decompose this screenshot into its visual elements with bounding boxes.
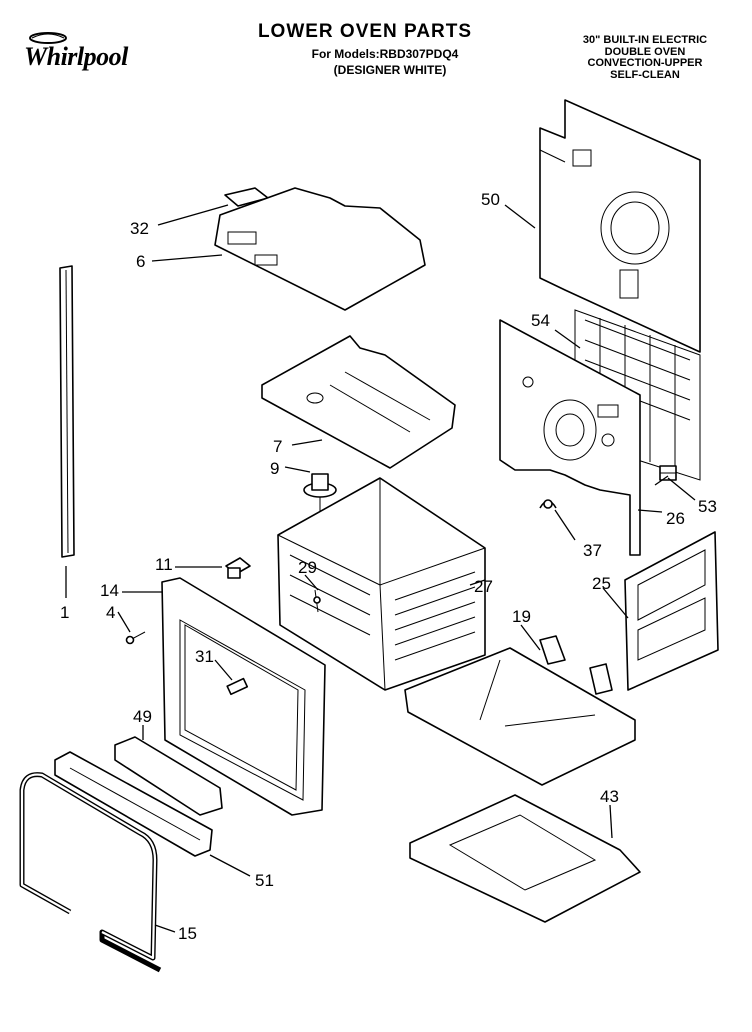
part-51-trim (54, 751, 213, 857)
model-variant: (DESIGNER WHITE) (333, 63, 447, 77)
callout-25: 25 (592, 574, 611, 593)
brand-wordmark: Whirlpool (24, 42, 128, 71)
part-25-side-panel (624, 531, 719, 691)
callout-14: 14 (100, 581, 119, 600)
callout-11: 11 (155, 555, 173, 574)
callout-54: 54 (531, 311, 550, 330)
part-11-switch (225, 557, 251, 579)
part-27-cavity (277, 477, 486, 691)
whirlpool-logo: Whirlpool (14, 30, 154, 74)
callout-50: 50 (481, 190, 500, 209)
callout-7: 7 (273, 437, 282, 456)
part-43-tray (409, 794, 641, 923)
callout-15: 15 (178, 924, 197, 943)
part-53-bracket (659, 465, 677, 481)
callout-43: 43 (600, 787, 619, 806)
part-6-top-panel (214, 187, 426, 311)
callout-4: 4 (106, 603, 115, 622)
callout-1: 1 (60, 603, 69, 622)
spec-line-1: 30" BUILT-IN ELECTRIC (582, 34, 708, 46)
callout-19: 19 (512, 607, 531, 626)
part-7-cover (261, 335, 456, 469)
part-29-element (313, 589, 321, 613)
model-number: For Models:RBD307PDQ4 (311, 47, 459, 61)
callout-51: 51 (255, 871, 274, 890)
part-15-gasket (19, 772, 162, 973)
spec-line-2: DOUBLE OVEN (604, 45, 686, 58)
callout-26: 26 (666, 509, 685, 528)
part-37-sensor (539, 499, 557, 509)
leader-lines (65, 204, 696, 933)
part-49-vent (114, 736, 223, 816)
callout-53: 53 (698, 497, 717, 516)
part-1-seal (59, 265, 75, 558)
callout-37: 37 (583, 541, 602, 560)
callout-31: 31 (195, 647, 214, 666)
spec-line-3: CONVECTION-UPPER (587, 57, 703, 70)
spec-line-4: SELF-CLEAN (610, 68, 680, 81)
callout-49: 49 (133, 707, 152, 726)
part-31-knob (226, 677, 249, 696)
page-title: LOWER OVEN PARTS (257, 21, 473, 42)
part-9-motor (303, 473, 337, 530)
callout-29: 29 (298, 558, 317, 577)
part-4-screw (125, 631, 146, 645)
part-14-front-frame (161, 577, 326, 816)
callout-6: 6 (136, 252, 145, 271)
callout-27: 27 (474, 577, 493, 596)
part-26-fan-panel (499, 319, 641, 556)
callout-32: 32 (130, 219, 149, 238)
part-50-rear-panel (539, 99, 701, 353)
callout-9: 9 (270, 459, 279, 478)
product-spec: 30" BUILT-IN ELECTRIC DOUBLE OVEN CONVEC… (560, 34, 730, 81)
callout-labels: 32 6 50 54 7 9 11 14 4 1 29 27 31 49 53 … (60, 190, 717, 943)
part-19-bottom-panel (404, 635, 636, 786)
